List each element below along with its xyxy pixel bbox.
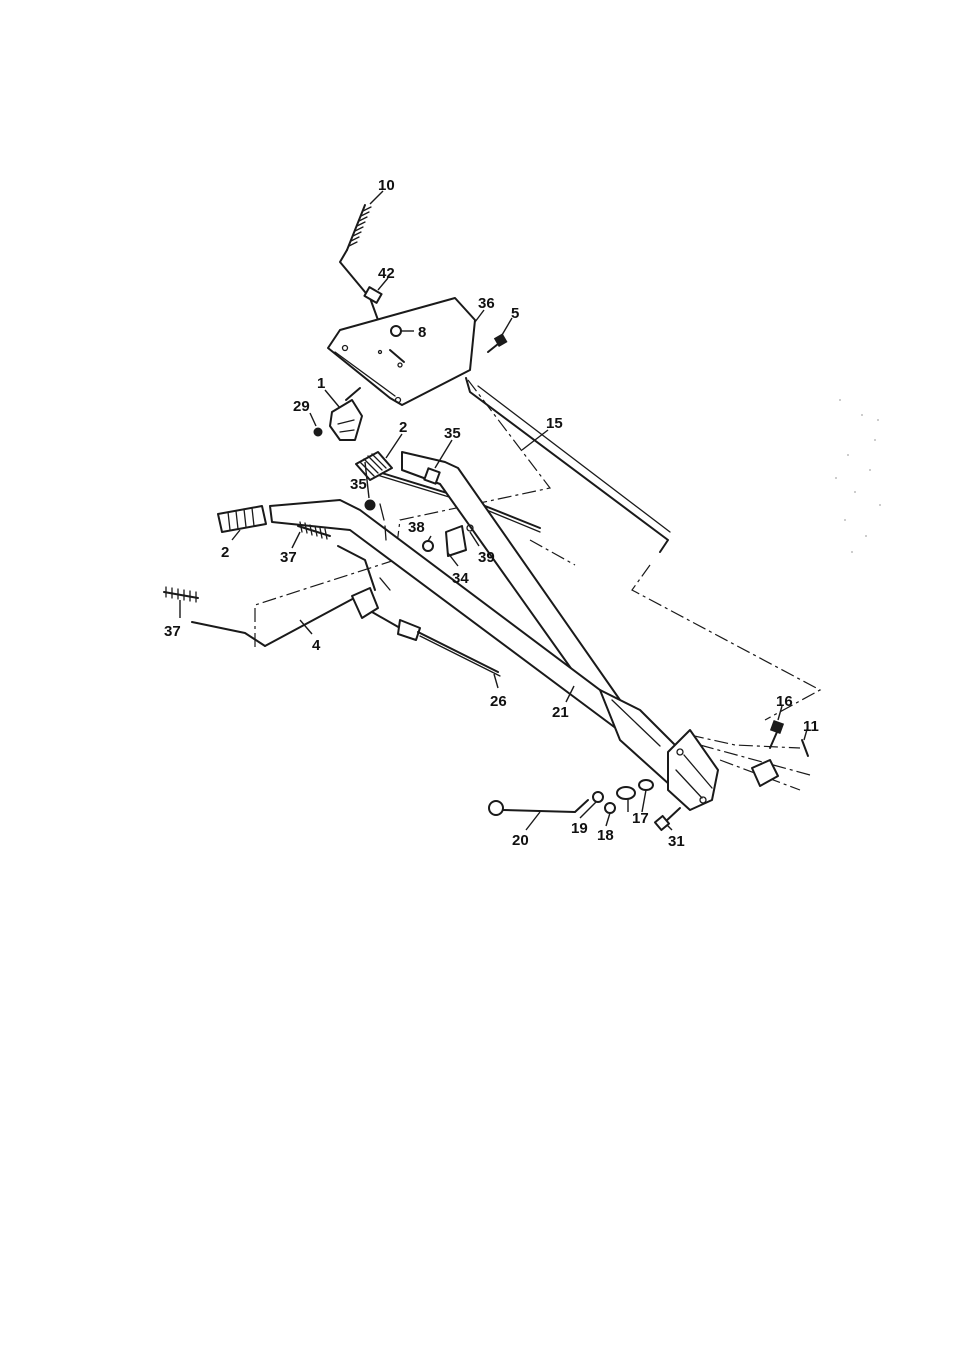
part-29-nut	[314, 428, 322, 436]
callout-37-left: 37	[164, 623, 181, 640]
part-19-washer	[593, 792, 603, 802]
callout-11: 11	[803, 718, 819, 735]
part-18-nut	[605, 803, 615, 813]
callout-1: 1	[317, 375, 325, 392]
part-34-bracket	[446, 526, 466, 556]
callout-38: 38	[408, 519, 425, 536]
callout-39: 39	[478, 549, 495, 566]
callout-18: 18	[597, 827, 614, 844]
callout-15: 15	[546, 415, 563, 432]
part-2-grip-lower	[218, 506, 266, 532]
callout-42: 42	[378, 265, 395, 282]
part-37-spring-b	[164, 587, 198, 602]
callout-2-lower: 2	[221, 544, 229, 561]
callout-26: 26	[490, 693, 507, 710]
part-42-rod	[340, 250, 382, 320]
callout-34: 34	[452, 570, 469, 587]
callout-20: 20	[512, 832, 529, 849]
callout-8: 8	[418, 324, 426, 341]
part-35-nut-lower	[365, 500, 375, 510]
callout-10: 10	[378, 177, 395, 194]
callout-5: 5	[511, 305, 519, 322]
part-17-washers	[617, 780, 653, 799]
callout-4: 4	[312, 637, 321, 654]
callout-36: 36	[478, 295, 495, 312]
callout-31: 31	[668, 833, 685, 850]
callout-21: 21	[552, 704, 569, 721]
part-11-clip	[752, 740, 808, 786]
callout-35-upper: 35	[444, 425, 461, 442]
callout-19: 19	[571, 820, 588, 837]
part-20-shift-lever	[489, 800, 588, 815]
part-36-panel	[328, 298, 475, 405]
part-10-spring	[347, 205, 371, 250]
callout-16: 16	[776, 693, 793, 710]
part-31-bolt	[655, 808, 680, 830]
part-21-handle-frame	[270, 452, 718, 810]
scan-noise	[835, 399, 881, 553]
callout-17: 17	[632, 810, 649, 827]
part-38-nut	[423, 541, 433, 551]
callout-29: 29	[293, 398, 310, 415]
part-1-bracket	[330, 388, 362, 440]
callout-37-mid: 37	[280, 549, 297, 566]
part-16-bolt	[770, 721, 783, 748]
callout-35-lower: 35	[350, 476, 367, 493]
part-5-bolt	[488, 334, 507, 352]
callout-2-upper: 2	[399, 419, 407, 436]
part-35-nut-upper	[424, 468, 439, 483]
